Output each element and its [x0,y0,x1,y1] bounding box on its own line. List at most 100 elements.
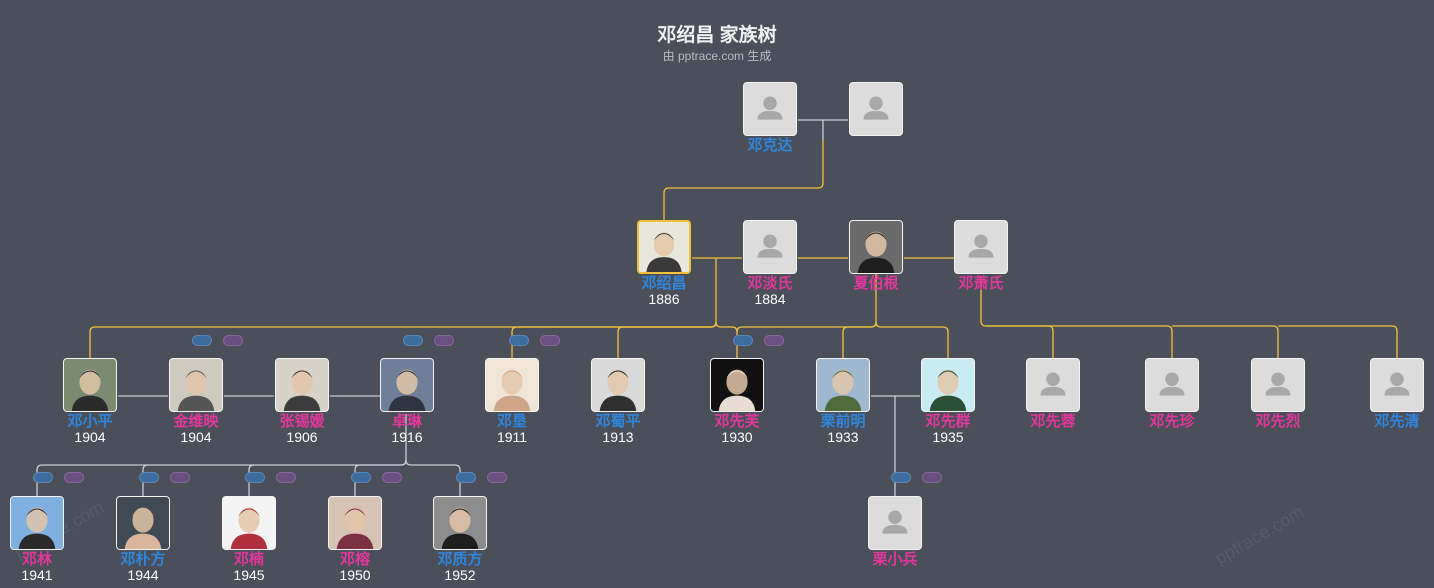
person-name: 邓绍昌 [641,275,687,292]
expand-toggle[interactable] [223,335,243,346]
person-birth-year: 1950 [339,567,371,583]
person-card-w2[interactable]: 夏伯根 [826,220,926,292]
portrait-photo [380,358,434,412]
person-name: 邓先珍 [1149,413,1195,430]
avatar-placeholder-icon [743,220,797,274]
portrait-photo [921,358,975,412]
person-name: 栗前明 [820,413,866,430]
person-name: 金维映 [173,413,219,430]
person-birth-year: 1933 [827,429,859,445]
person-birth-year: 1904 [74,429,106,445]
portrait-photo [63,358,117,412]
person-name: 邓淡氏 [747,275,793,292]
expand-toggle[interactable] [764,335,784,346]
expand-toggle[interactable] [33,472,53,483]
avatar-placeholder-icon [954,220,1008,274]
person-birth-year: 1935 [932,429,964,445]
avatar-placeholder-icon [1251,358,1305,412]
person-card-dxl[interactable]: 邓先烈 [1228,358,1328,430]
person-birth-year: 1913 [602,429,634,445]
person-name: 夏伯根 [853,275,899,292]
portrait-photo [275,358,329,412]
expand-toggle[interactable] [922,472,942,483]
person-name: 邓先蓉 [1030,413,1076,430]
avatar-placeholder-icon [868,496,922,550]
person-name: 邓榕 [339,551,370,568]
person-name: 邓林 [21,551,52,568]
portrait-photo [169,358,223,412]
expand-toggle[interactable] [139,472,159,483]
expand-toggle[interactable] [456,472,476,483]
expand-toggle[interactable] [403,335,423,346]
expand-toggle[interactable] [434,335,454,346]
expand-toggle[interactable] [245,472,265,483]
person-card-father[interactable]: 邓克达 [720,82,820,154]
person-name: 邓先清 [1374,413,1420,430]
person-birth-year: 1916 [391,429,423,445]
expand-toggle[interactable] [540,335,560,346]
portrait-photo [637,220,691,274]
person-card-mother[interactable] [826,82,926,136]
expand-toggle[interactable] [487,472,507,483]
person-name: 张锡媛 [279,413,325,430]
person-name: 邓小平 [67,413,113,430]
expand-toggle[interactable] [276,472,296,483]
person-birth-year: 1906 [286,429,318,445]
expand-toggle[interactable] [733,335,753,346]
person-name: 邓楠 [233,551,264,568]
portrait-photo [485,358,539,412]
portrait-photo [116,496,170,550]
person-name: 邓蜀平 [595,413,641,430]
person-card-lxb[interactable]: 栗小兵 [845,496,945,568]
person-birth-year: 1952 [444,567,476,583]
person-card-w3[interactable]: 邓萧氏 [931,220,1031,292]
person-name: 栗小兵 [872,551,918,568]
portrait-photo [328,496,382,550]
expand-toggle[interactable] [64,472,84,483]
person-card-dxr[interactable]: 邓先蓉 [1003,358,1103,430]
expand-toggle[interactable] [170,472,190,483]
portrait-photo [591,358,645,412]
expand-toggle[interactable] [891,472,911,483]
portrait-photo [222,496,276,550]
person-birth-year: 1941 [21,567,53,583]
expand-toggle[interactable] [192,335,212,346]
person-name: 卓琳 [391,413,422,430]
person-birth-year: 1886 [648,291,680,307]
portrait-photo [816,358,870,412]
person-name: 邓先烈 [1255,413,1301,430]
person-card-dxqing[interactable]: 邓先清 [1347,358,1434,430]
person-name: 邓萧氏 [958,275,1004,292]
avatar-placeholder-icon [1370,358,1424,412]
expand-toggle[interactable] [382,472,402,483]
person-name: 邓先芙 [714,413,760,430]
person-birth-year: 1944 [127,567,159,583]
avatar-placeholder-icon [1026,358,1080,412]
expand-toggle[interactable] [509,335,529,346]
person-name: 邓垦 [496,413,527,430]
page-subtitle: 由 pptrace.com 生成 [662,49,772,63]
person-card-dxz[interactable]: 邓先珍 [1122,358,1222,430]
person-name: 邓质方 [437,551,483,568]
portrait-photo [10,496,64,550]
person-name: 邓克达 [747,137,793,154]
expand-toggle[interactable] [351,472,371,483]
